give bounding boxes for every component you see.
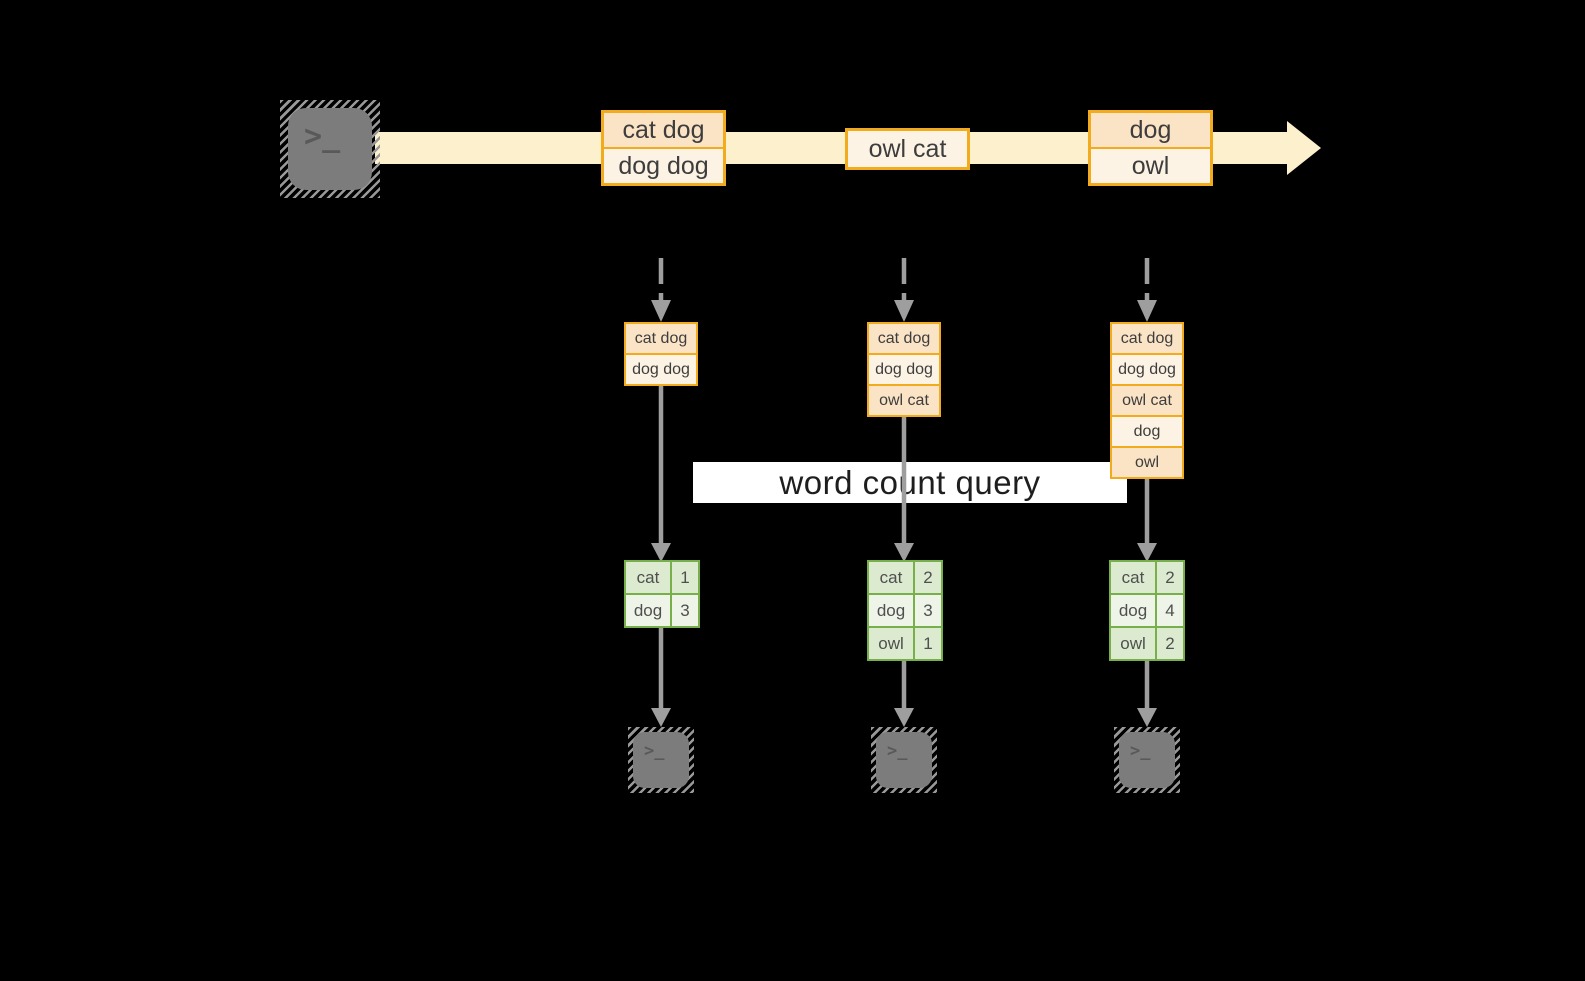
state-record: dog dog [869, 355, 939, 384]
terminal-prompt-icon: >_ [644, 743, 665, 760]
prompt-glyph: > [1130, 741, 1141, 761]
ingest-arrow [651, 258, 671, 322]
prompt-glyph: > [304, 119, 323, 154]
count-cell: 1 [672, 562, 698, 593]
terminal-screen: >_ [288, 108, 372, 190]
state-record: dog [1112, 417, 1182, 446]
state-box-1: cat dog dog dog [624, 322, 698, 386]
state-record: dog dog [1112, 355, 1182, 384]
count-row: dog 3 [869, 595, 941, 626]
stream-batch-3: dog owl [1088, 110, 1213, 186]
count-row: owl 1 [869, 628, 941, 659]
count-table-3: cat 2 dog 4 owl 2 [1109, 560, 1185, 661]
count-row: cat 2 [869, 562, 941, 593]
state-record: cat dog [1112, 324, 1182, 353]
stream-record: cat dog [604, 113, 723, 147]
output-arrow [894, 661, 914, 727]
count-row: dog 4 [1111, 595, 1183, 626]
cursor-glyph: _ [897, 741, 908, 761]
query-arrow [651, 386, 671, 562]
state-record: cat dog [869, 324, 939, 353]
stream-record: dog dog [604, 149, 723, 183]
cursor-glyph: _ [654, 741, 665, 761]
state-record: cat dog [626, 324, 696, 353]
terminal-prompt-icon: >_ [304, 122, 340, 152]
count-table-2: cat 2 dog 3 owl 1 [867, 560, 943, 661]
state-box-3: cat dog dog dog owl cat dog owl [1110, 322, 1184, 479]
terminal-prompt-icon: >_ [887, 743, 908, 760]
count-cell: 2 [1157, 562, 1183, 593]
prompt-glyph: > [887, 741, 898, 761]
word-cell: cat [626, 562, 670, 593]
state-record: owl cat [869, 386, 939, 415]
stream-batch-2: owl cat [845, 128, 970, 170]
count-row: cat 2 [1111, 562, 1183, 593]
cursor-glyph: _ [322, 119, 341, 154]
count-cell: 3 [672, 595, 698, 626]
count-row: cat 1 [626, 562, 698, 593]
count-cell: 4 [1157, 595, 1183, 626]
stream-record: owl [1091, 149, 1210, 183]
ingest-arrow [1137, 258, 1157, 322]
cursor-glyph: _ [1140, 741, 1151, 761]
query-label: word count query [693, 462, 1127, 503]
word-cell: owl [869, 628, 913, 659]
stream-record: dog [1091, 113, 1210, 147]
count-cell: 2 [915, 562, 941, 593]
count-cell: 1 [915, 628, 941, 659]
terminal-screen: >_ [1119, 732, 1175, 788]
count-cell: 3 [915, 595, 941, 626]
output-arrow [1137, 661, 1157, 727]
query-arrow [894, 417, 914, 562]
terminal-screen: >_ [876, 732, 932, 788]
word-cell: dog [1111, 595, 1155, 626]
count-row: owl 2 [1111, 628, 1183, 659]
prompt-glyph: > [644, 741, 655, 761]
output-arrow [651, 628, 671, 727]
terminal-screen: >_ [633, 732, 689, 788]
output-terminal-icon: >_ [871, 727, 937, 793]
word-cell: cat [869, 562, 913, 593]
count-row: dog 3 [626, 595, 698, 626]
stream-record: owl cat [848, 131, 967, 167]
query-label-text: word count query [779, 463, 1041, 501]
word-cell: owl [1111, 628, 1155, 659]
output-terminal-icon: >_ [1114, 727, 1180, 793]
ingest-arrow [894, 258, 914, 322]
source-terminal-icon: >_ [280, 100, 380, 198]
word-cell: cat [1111, 562, 1155, 593]
count-cell: 2 [1157, 628, 1183, 659]
output-terminal-icon: >_ [628, 727, 694, 793]
state-record: owl [1112, 448, 1182, 477]
stream-arrowhead-icon [1287, 121, 1321, 175]
state-box-2: cat dog dog dog owl cat [867, 322, 941, 417]
terminal-prompt-icon: >_ [1130, 743, 1151, 760]
stream-batch-1: cat dog dog dog [601, 110, 726, 186]
state-record: dog dog [626, 355, 696, 384]
query-arrow [1137, 479, 1157, 562]
word-cell: dog [869, 595, 913, 626]
state-record: owl cat [1112, 386, 1182, 415]
word-cell: dog [626, 595, 670, 626]
count-table-1: cat 1 dog 3 [624, 560, 700, 628]
